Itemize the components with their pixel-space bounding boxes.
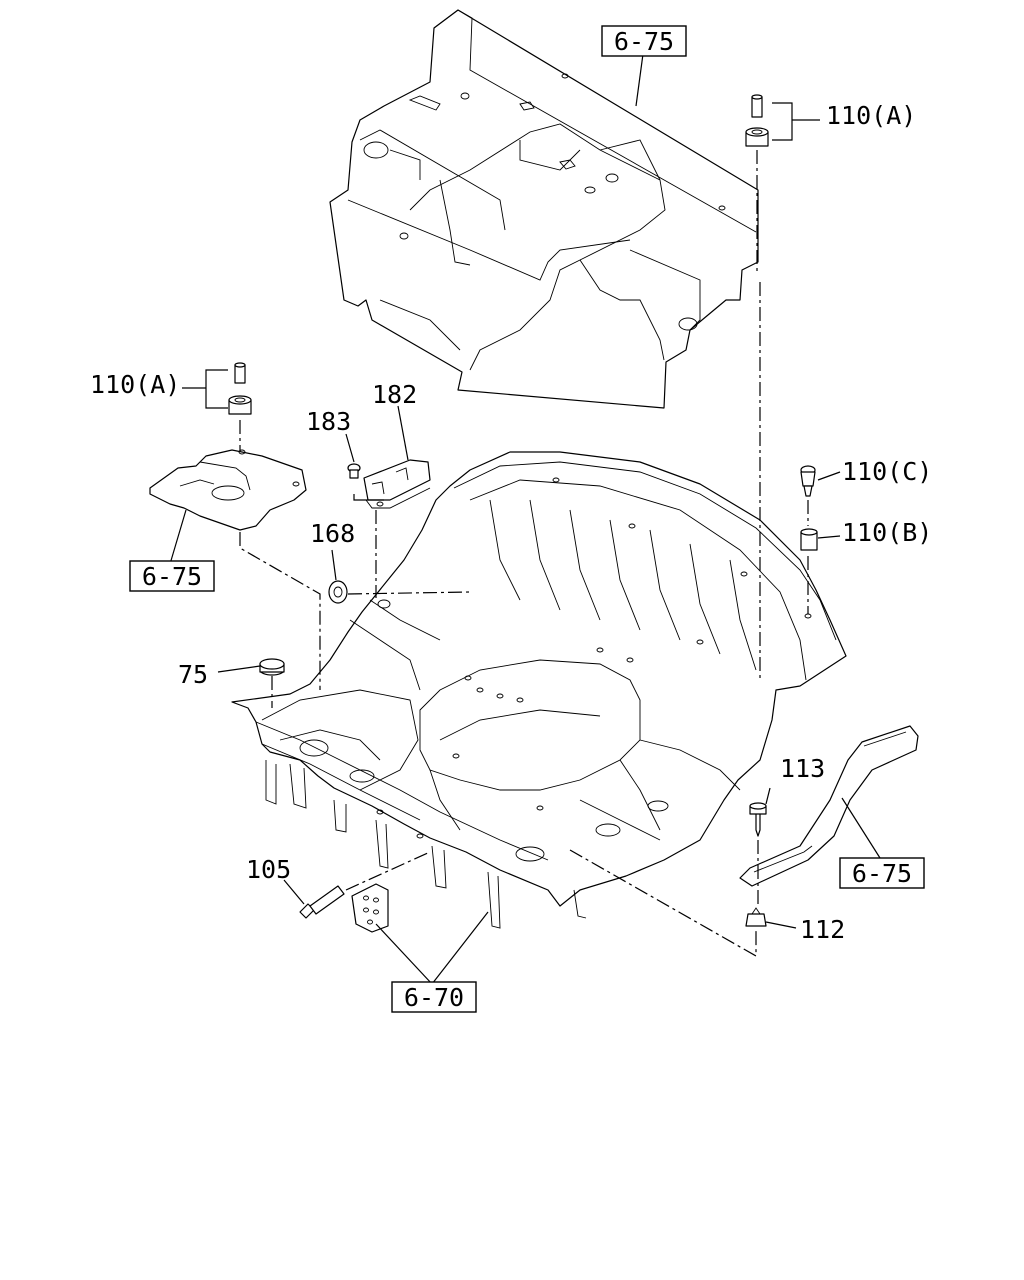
left-floor-insulator — [149, 449, 307, 531]
ref-box-right: 6-75 — [839, 857, 925, 889]
part-168-grommet — [328, 580, 348, 604]
bracket-plate-6-70 — [351, 883, 389, 933]
callout-110a-top: 110(A) — [826, 101, 916, 130]
part-105-bolt — [299, 885, 345, 919]
upper-floor-panel — [329, 9, 759, 409]
ref-box-top: 6-75 — [601, 25, 687, 57]
callout-110a-left: 110(A) — [90, 370, 180, 399]
callout-183: 183 — [306, 407, 351, 436]
part-183-bolt — [347, 463, 361, 479]
part-110b — [800, 528, 818, 551]
ref-label-left: 6-75 — [142, 562, 202, 591]
callout-75: 75 — [178, 660, 208, 689]
part-112-clip — [745, 907, 767, 927]
part-110a-top — [745, 94, 769, 147]
part-75-plug — [259, 658, 285, 676]
ref-box-bottom: 6-70 — [391, 981, 477, 1013]
ref-label-bottom: 6-70 — [404, 983, 464, 1012]
leader-lines — [169, 53, 881, 985]
callout-110b: 110(B) — [842, 518, 932, 547]
floor-studs — [376, 477, 812, 839]
part-110a-left — [228, 362, 252, 415]
ref-box-left: 6-75 — [129, 560, 215, 592]
callout-112: 112 — [800, 915, 845, 944]
callout-182: 182 — [372, 380, 417, 409]
callout-105: 105 — [246, 855, 291, 884]
part-182-bracket — [363, 459, 431, 509]
callout-110c: 110(C) — [842, 457, 932, 486]
callout-113: 113 — [780, 754, 825, 783]
right-step-sill — [739, 725, 919, 887]
ref-label-right: 6-75 — [852, 859, 912, 888]
callout-168: 168 — [310, 519, 355, 548]
center-lines — [239, 150, 809, 958]
main-floor-assembly — [231, 451, 847, 929]
part-110c — [800, 465, 816, 497]
ref-label-top: 6-75 — [614, 27, 674, 56]
part-113-screw — [749, 802, 767, 837]
